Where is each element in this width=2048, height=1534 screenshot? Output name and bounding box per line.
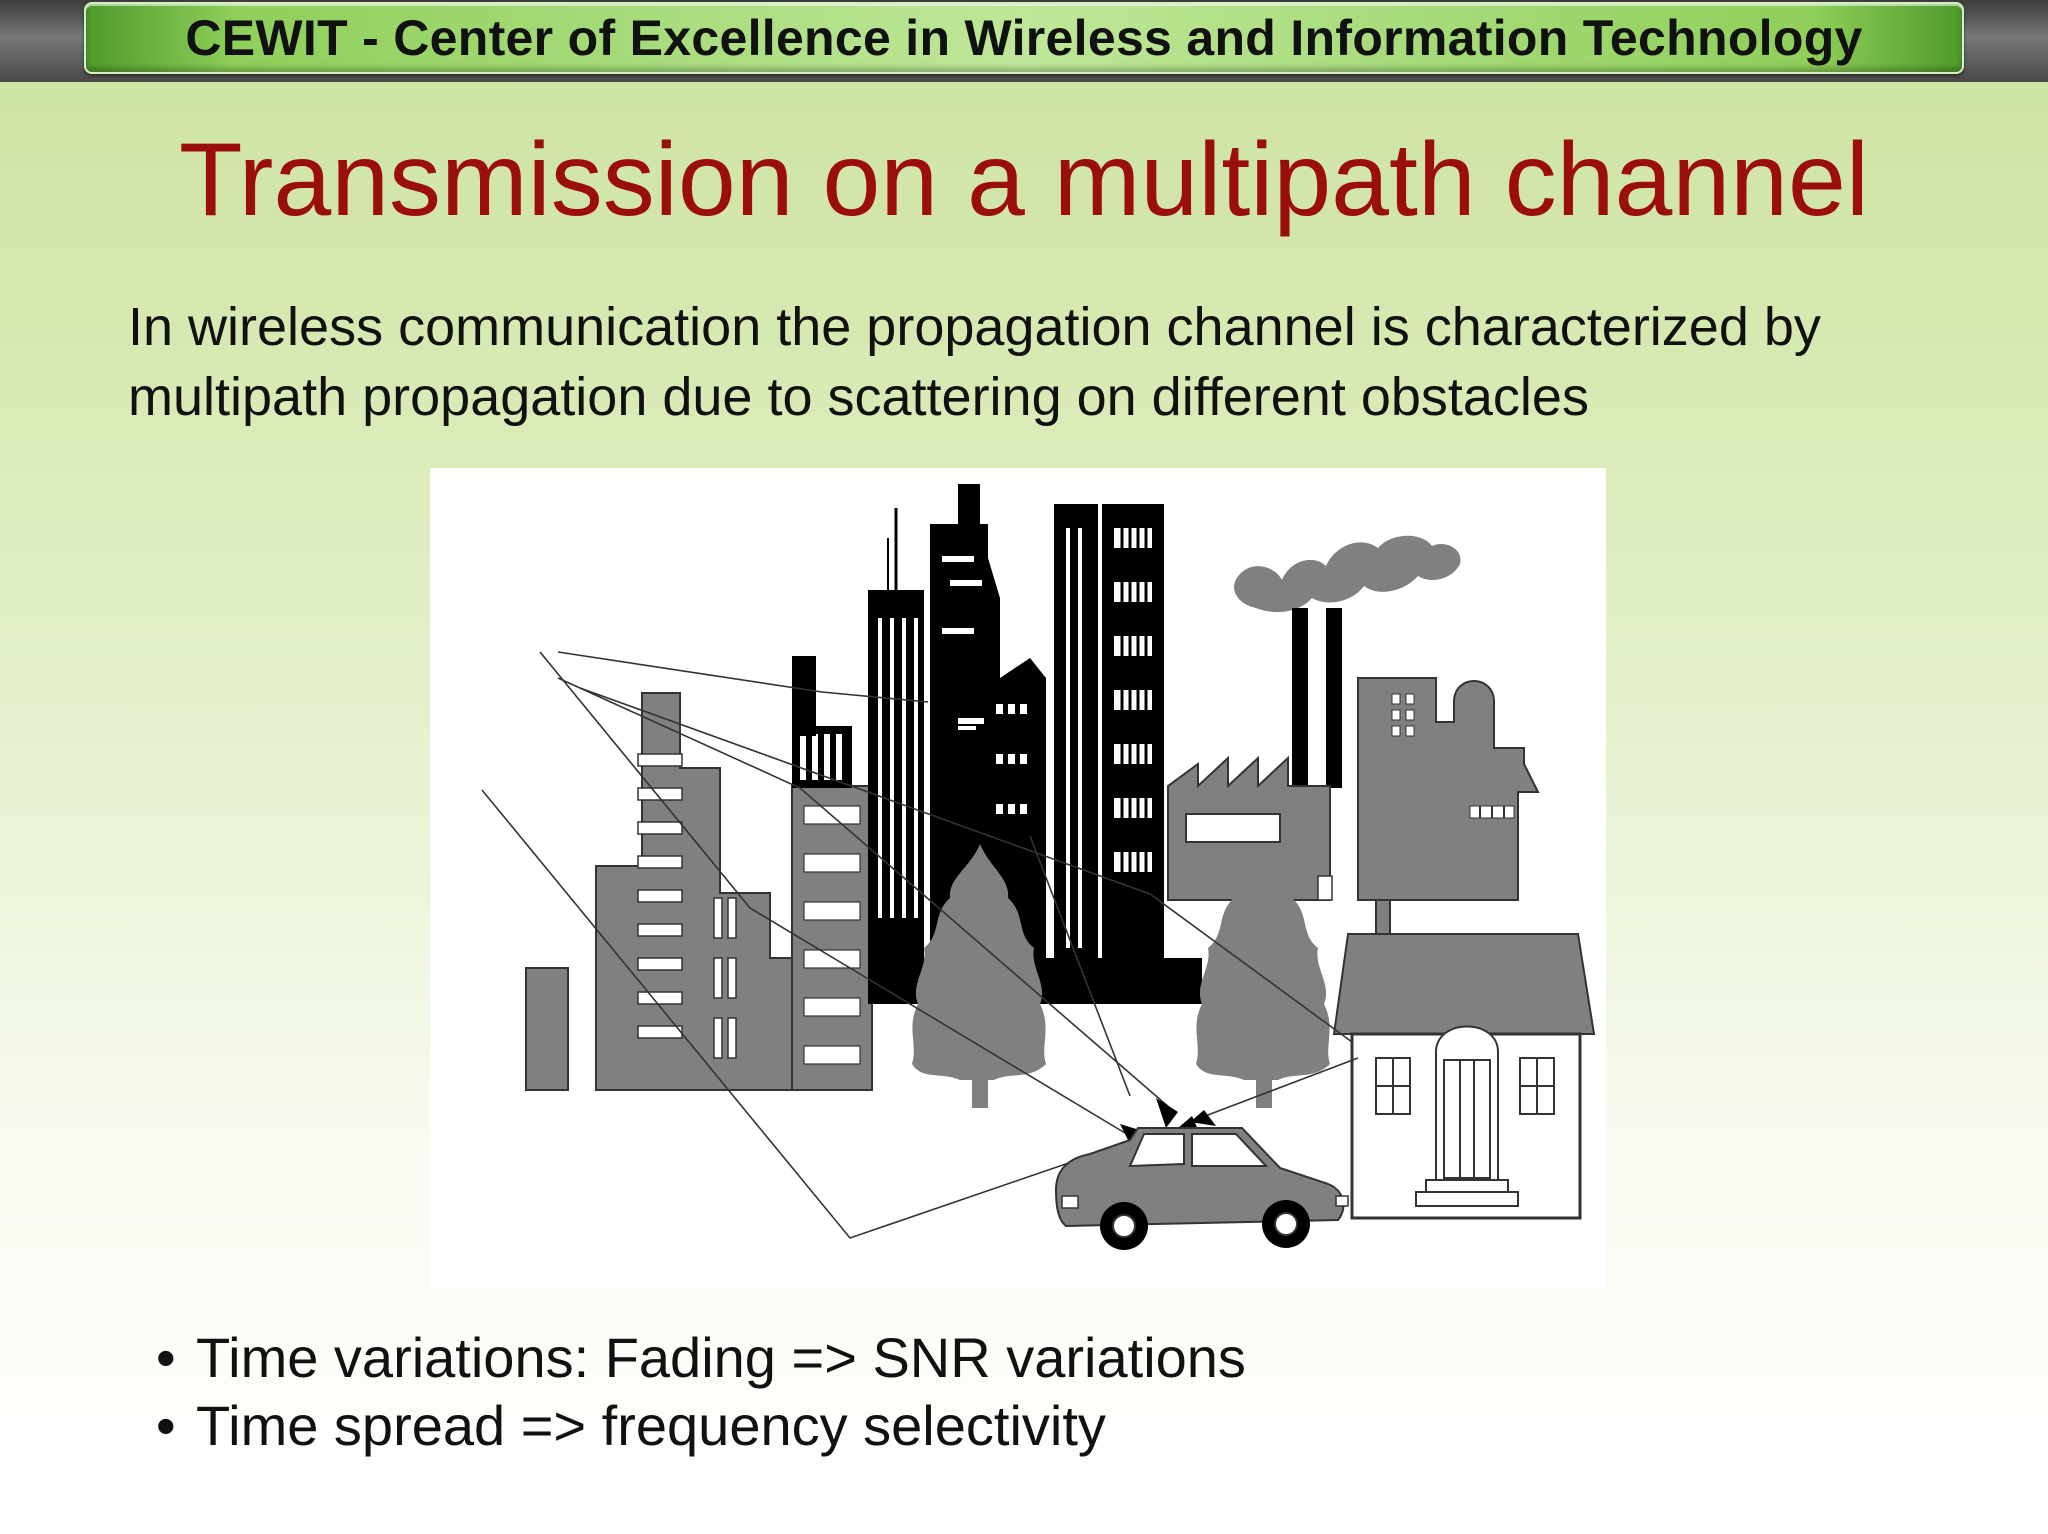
skyscraper-window-bars bbox=[1120, 528, 1148, 872]
header-banner: CEWIT - Center of Excellence in Wireless… bbox=[84, 2, 1964, 74]
bullet-list: • Time variations: Fading => SNR variatio… bbox=[156, 1324, 1856, 1460]
bullet-item-fading: • Time variations: Fading => SNR variatio… bbox=[156, 1324, 1856, 1392]
house-icon bbox=[1332, 899, 1596, 1220]
multipath-illustration bbox=[430, 468, 1606, 1288]
tree-icon-right bbox=[1196, 844, 1330, 1108]
factory-icon bbox=[1167, 535, 1540, 901]
intro-paragraph: In wireless communication the propagatio… bbox=[128, 292, 2008, 432]
bullet-marker: • bbox=[156, 1394, 176, 1457]
intro-line-2: multipath propagation due to scattering … bbox=[128, 367, 1589, 427]
car-icon bbox=[1054, 1127, 1349, 1250]
header-banner-text: CEWIT - Center of Excellence in Wireless… bbox=[185, 10, 1863, 66]
intro-line-1: In wireless communication the propagatio… bbox=[128, 297, 1821, 357]
bullet-text: Time variations: Fading => SNR variation… bbox=[196, 1326, 1246, 1389]
bullet-item-time-spread: • Time spread => frequency selectivity bbox=[156, 1392, 1856, 1460]
bullet-text: Time spread => frequency selectivity bbox=[196, 1394, 1106, 1457]
multipath-diagram-svg bbox=[481, 484, 1596, 1250]
tree-icon-left bbox=[912, 844, 1046, 1108]
center-building-icon bbox=[791, 656, 873, 1091]
bullet-marker: • bbox=[156, 1326, 176, 1389]
slide-title: Transmission on a multipath channel bbox=[179, 122, 1869, 238]
signal-path-lines bbox=[481, 651, 1359, 1239]
